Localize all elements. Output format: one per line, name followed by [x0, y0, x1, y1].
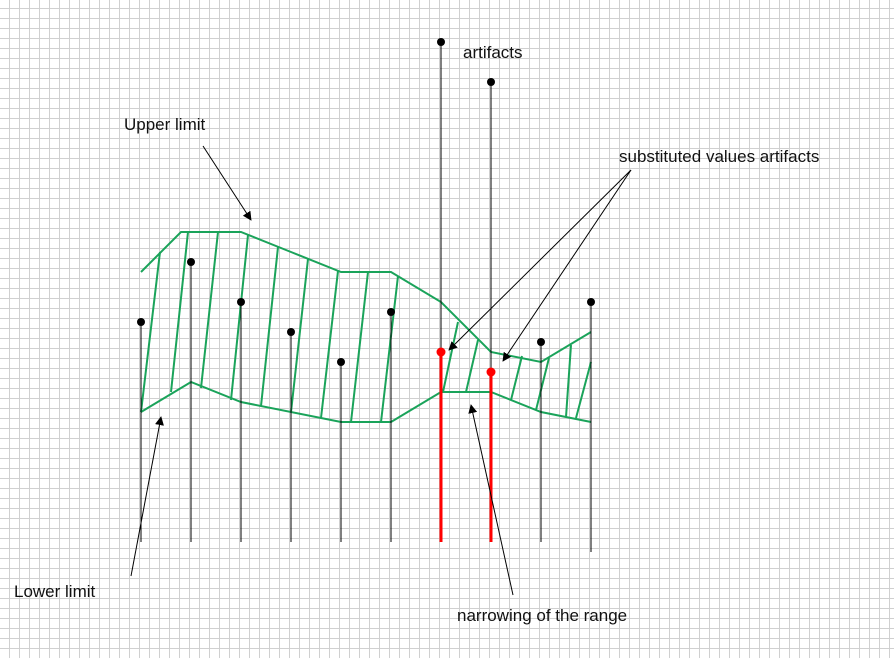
substituted-arrow [448, 169, 632, 351]
upper-limit-arrow [202, 145, 252, 221]
artifact-point [487, 78, 495, 86]
narrowing-label: narrowing of the range [457, 606, 627, 625]
substituted-values-label: substituted values artifacts [619, 147, 819, 166]
value-point [537, 338, 545, 346]
lower-limit-label: Lower limit [14, 582, 96, 601]
value-point [337, 358, 345, 366]
upper-limit-line [140, 231, 592, 364]
annotation-arrows [130, 145, 632, 596]
value-point [237, 298, 245, 306]
artifacts-label: artifacts [463, 43, 523, 62]
limit-band [140, 231, 592, 423]
artifact-point [437, 38, 445, 46]
value-point [187, 258, 195, 266]
substituted-arrow [502, 169, 632, 362]
value-point [287, 328, 295, 336]
value-point [587, 298, 595, 306]
labels: artifacts Upper limit substituted values… [14, 43, 819, 625]
substituted-point [486, 367, 496, 377]
value-point [137, 318, 145, 326]
lower-limit-arrow [130, 416, 164, 577]
substituted-point [436, 347, 446, 357]
lower-limit-line [140, 380, 592, 423]
hatch-lines [140, 231, 592, 423]
value-points [137, 38, 595, 377]
value-stems [140, 42, 592, 552]
narrowing-arrow [468, 404, 514, 596]
upper-limit-label: Upper limit [124, 115, 206, 134]
value-point [387, 308, 395, 316]
